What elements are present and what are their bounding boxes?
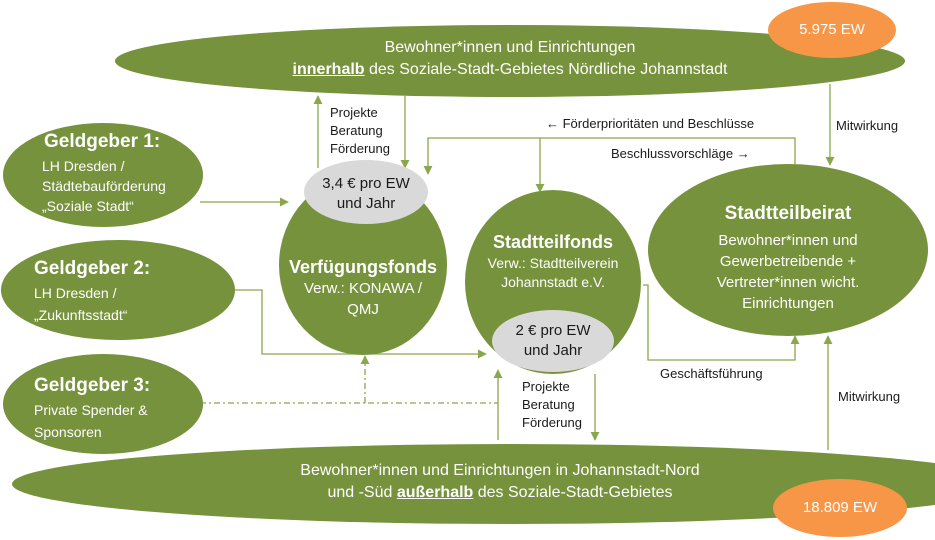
- stadtteilbeirat-line4: Einrichtungen: [742, 294, 834, 312]
- geldgeber1-line1: LH Dresden /: [42, 157, 125, 174]
- stf-title: Stadtteilfonds: [493, 232, 613, 252]
- label-projekte-top-1: Projekte: [330, 105, 378, 120]
- stadtteilbeirat-line3: Vertreter*innen wicht.: [716, 273, 860, 291]
- label-projekte-bottom: Projekte Beratung Förderung: [522, 378, 582, 433]
- stadtteilbeirat-title: Stadtteilbeirat: [724, 203, 852, 224]
- bottom-ellipse-line2-rest: des Soziale-Stadt-Gebietes: [473, 483, 673, 501]
- stf-budget-text: 2 € pro EW und Jahr: [493, 321, 613, 362]
- label-geschaeftsfuehrung: Geschäftsführung: [660, 366, 763, 381]
- stadtteilbeirat-shape: [648, 164, 928, 336]
- label-projekte-top-2: Beratung: [330, 123, 383, 139]
- stadtteilbeirat-line1: Bewohner*innen und: [718, 231, 858, 249]
- bottom-ellipse-line2-pre: und -Süd: [327, 483, 397, 501]
- top-badge-shape: [768, 2, 896, 58]
- geldgeber2-title: Geldgeber 2:: [34, 258, 151, 279]
- connector-arrows: [200, 84, 835, 450]
- bottom-ellipse-line1: Bewohner*innen und Einrichtungen in Joha…: [300, 462, 700, 479]
- top-ellipse-line1: Bewohner*innen und Einrichtungen: [384, 39, 636, 56]
- innerhalb-emphasis: innerhalb: [292, 60, 365, 78]
- bottom-badge-shape: [773, 479, 907, 537]
- vf-budget-line1: 3,4 € pro EW: [322, 175, 410, 192]
- geldgeber2-shape: [1, 240, 235, 340]
- bottom-ellipse-line2: und -Süd außerhalb des Soziale-Stadt-Geb…: [200, 482, 800, 504]
- geldgeber3-shape: [3, 354, 203, 454]
- ausserhalb-emphasis: außerhalb: [396, 483, 474, 501]
- arrow-foerderprioritaeten: [423, 137, 796, 175]
- stf-text: Stadtteilfonds Verw.: Stadtteilverein Jo…: [463, 230, 643, 292]
- top-ellipse-shape: [115, 25, 905, 97]
- label-projekte-bottom-3: Förderung: [522, 415, 582, 431]
- geldgeber2-line2: „Zukunftsstadt“: [34, 307, 128, 324]
- label-projekte-top: Projekte Beratung Förderung: [330, 104, 390, 159]
- verfuegungsfonds-shape: [279, 175, 447, 355]
- geldgeber3-title: Geldgeber 3:: [34, 375, 151, 396]
- label-mitwirkung-top: Mitwirkung: [836, 118, 899, 133]
- bottom-badge: 18.809 EW: [802, 499, 878, 516]
- geldgeber2-line1: LH Dresden /: [34, 285, 117, 302]
- vf-admin-line1: Verw.: KONAWA /: [303, 280, 423, 298]
- stf-admin-line2: Johannstadt e.V.: [501, 274, 605, 291]
- label-projekte-top-3: Förderung: [330, 141, 390, 157]
- stadtteilbeirat-text: Stadtteilbeirat Bewohner*innen und Gewer…: [668, 201, 908, 314]
- top-ellipse-line2: innerhalb des Soziale-Stadt-Gebietes Nör…: [210, 59, 810, 81]
- vf-budget-line2: und Jahr: [336, 194, 396, 212]
- bottom-ellipse-text: Bewohner*innen und Einrichtungen in Joha…: [200, 460, 800, 503]
- geldgeber3-line2: Sponsoren: [34, 424, 102, 441]
- arrow-geschaeftsfuehrung: [643, 284, 800, 361]
- stf-budget-line2: und Jahr: [523, 342, 583, 360]
- vf-admin-line2: QMJ: [347, 300, 379, 318]
- label-foerderprioritaeten: ← Förderprioritäten und Beschlüsse: [546, 116, 755, 131]
- vf-budget-text: 3,4 € pro EW und Jahr: [306, 174, 426, 213]
- label-projekte-bottom-1: Projekte: [522, 379, 570, 394]
- label-beschlussvorschlaege: Beschlussvorschläge →: [611, 146, 750, 161]
- stf-admin-line1: Verw.: Stadtteilverein: [487, 255, 619, 272]
- vf-budget-shape: [304, 160, 428, 224]
- geldgeber1-line2: Städtebauförderung: [42, 177, 166, 194]
- vf-title: Verfügungsfonds: [289, 257, 437, 277]
- bottom-ellipse-shape: [12, 444, 935, 524]
- stf-budget-line1: 2 € pro EW: [515, 322, 591, 339]
- geldgeber1-line3: „Soziale Stadt“: [42, 198, 134, 215]
- top-ellipse-line2-rest: des Soziale-Stadt-Gebietes Nördliche Joh…: [364, 60, 728, 78]
- label-mitwirkung-bottom: Mitwirkung: [838, 389, 901, 404]
- geldgeber2-text: Geldgeber 2: LH Dresden / „Zukunftsstadt…: [34, 254, 150, 327]
- geldgeber1-title: Geldgeber 1:: [44, 131, 161, 152]
- geldgeber3-line1: Private Spender &: [34, 402, 148, 419]
- stadtteilbeirat-line2: Gewerbetreibende +: [719, 252, 857, 270]
- vf-text: Verfügungsfonds Verw.: KONAWA / QMJ: [273, 255, 453, 320]
- label-projekte-bottom-2: Beratung: [522, 397, 575, 413]
- top-badge: 5.975 EW: [799, 21, 865, 38]
- geldgeber1-shape: [3, 123, 203, 227]
- top-ellipse-text: Bewohner*innen und Einrichtungen innerha…: [210, 37, 810, 80]
- stf-budget-shape: [492, 310, 614, 372]
- geldgeber1-text: Geldgeber 1: LH Dresden / Städtebauförde…: [32, 128, 166, 216]
- geldgeber3-text: Geldgeber 3: Private Spender & Sponsoren: [34, 371, 150, 444]
